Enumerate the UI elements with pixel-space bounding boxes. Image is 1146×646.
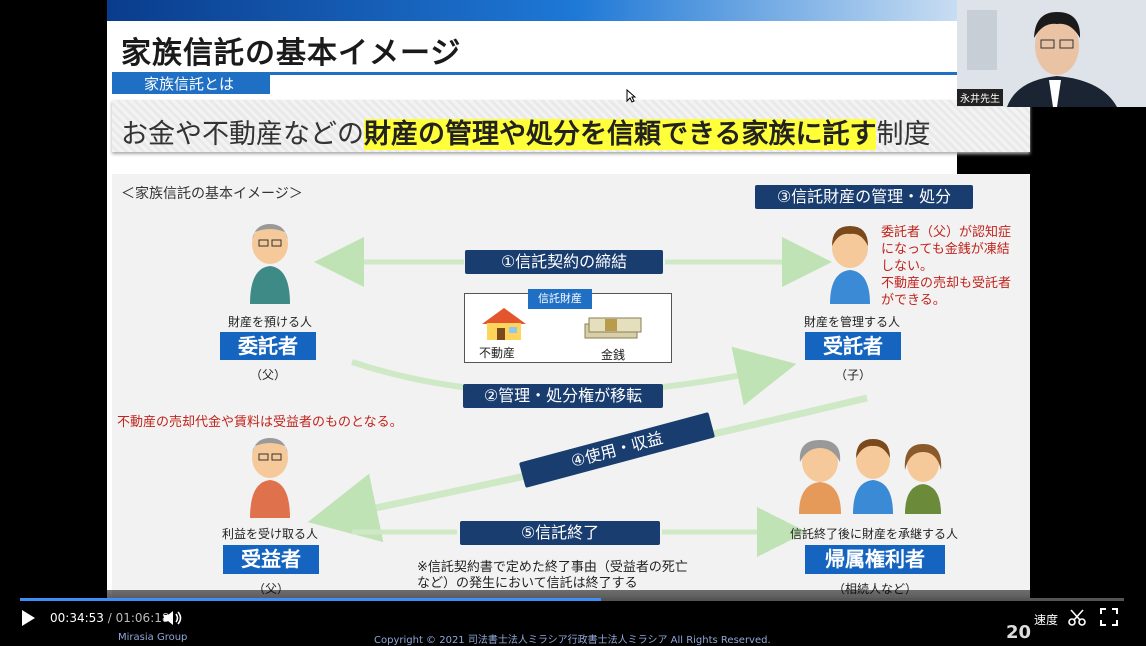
step-5-label: ⑤信託終了 bbox=[460, 521, 660, 545]
slide: 家族信託の基本イメージ 家族信託とは お金や不動産などの財産の管理や処分を信頼で… bbox=[107, 0, 1030, 600]
play-icon[interactable] bbox=[20, 609, 36, 627]
termination-note: ※信託契約書で定めた終了事由（受益者の死亡 など）の発生において信託は終了する bbox=[417, 560, 688, 592]
definition-text: お金や不動産などの財産の管理や処分を信頼できる家族に託す制度 bbox=[121, 112, 930, 151]
beneficiary-note: 不動産の売却代金や賃料は受益者のものとなる。 bbox=[117, 415, 403, 430]
mouse-cursor-icon bbox=[626, 88, 637, 103]
slide-footer-copyright: Copyright © 2021 司法書士法人ミラシア行政書士法人ミラシア Al… bbox=[374, 635, 771, 646]
remainder-role: 帰属権利者 bbox=[805, 545, 945, 574]
trustee-note-line: しない。 bbox=[881, 259, 934, 274]
trustee-note-line: 委託者（父）が認知症 bbox=[881, 225, 1012, 240]
current-time: 00:34:53 bbox=[50, 611, 104, 625]
volume-icon[interactable] bbox=[163, 609, 183, 627]
settlor-rel: （父） bbox=[249, 368, 286, 382]
definition-highlight: 財産の管理や処分を信頼できる家族に託す bbox=[364, 119, 877, 150]
step-1-label: ①信託契約の締結 bbox=[465, 250, 663, 274]
trustee-note-line: ができる。 bbox=[881, 293, 946, 308]
trust-property-box: 信託財産 不動産 金銭 bbox=[464, 289, 672, 363]
trustee-rel: （子） bbox=[834, 368, 871, 382]
father-settlor-icon bbox=[250, 224, 290, 304]
time-separator: / bbox=[107, 611, 112, 625]
beneficiary-desc: 利益を受け取る人 bbox=[221, 527, 318, 541]
trustee-desc: 財産を管理する人 bbox=[803, 315, 900, 329]
fullscreen-icon[interactable] bbox=[1100, 608, 1118, 626]
diagram-caption: ＜家族信託の基本イメージ＞ bbox=[121, 186, 303, 202]
definition-part1: お金や不動産などの bbox=[121, 119, 364, 150]
remainder-desc: 信託終了後に財産を承継する人 bbox=[789, 527, 958, 541]
step-2-label: ②管理・処分権が移転 bbox=[463, 384, 663, 408]
slide-page-number: 20 bbox=[1006, 622, 1032, 643]
trust-property-label: 信託財産 bbox=[528, 289, 592, 309]
duration: 01:06:18 bbox=[115, 611, 170, 625]
money-icon bbox=[584, 317, 642, 339]
heirs-icon bbox=[799, 439, 942, 514]
termination-note-line: など）の発生において信託は終了する bbox=[417, 576, 638, 591]
playback-speed-button[interactable]: 速度 bbox=[1034, 613, 1059, 627]
trustee-note-line: になっても金銭が凍結 bbox=[881, 242, 1010, 257]
slide-footer-left: Mirasia Group bbox=[118, 632, 188, 643]
trustee-role: 受託者 bbox=[805, 332, 901, 360]
step-3-label: ③信託財産の管理・処分 bbox=[755, 185, 973, 209]
termination-note-line: ※信託契約書で定めた終了事由（受益者の死亡 bbox=[417, 560, 688, 575]
definition-part2: 制度 bbox=[876, 119, 931, 150]
scissors-icon[interactable] bbox=[1068, 608, 1086, 626]
presenter-name: 永井先生 bbox=[957, 89, 1003, 106]
section-tag: 家族信託とは bbox=[112, 74, 270, 94]
title-underline bbox=[112, 72, 957, 75]
house-icon bbox=[482, 308, 526, 340]
slide-top-bar bbox=[107, 0, 957, 21]
money-label: 金銭 bbox=[601, 348, 626, 362]
settlor-desc: 財産を預ける人 bbox=[227, 315, 312, 329]
settlor-role: 委託者 bbox=[220, 332, 316, 360]
son-trustee-icon bbox=[830, 226, 870, 304]
time-display: 00:34:53 / 01:06:18 bbox=[50, 611, 170, 625]
trustee-note: 委託者（父）が認知症 になっても金銭が凍結 しない。 不動産の売却も受託者 がで… bbox=[881, 224, 1031, 309]
real-estate-label: 不動産 bbox=[479, 346, 516, 360]
progress-bar-fill bbox=[20, 598, 601, 601]
slide-title: 家族信託の基本イメージ bbox=[121, 36, 462, 71]
father-beneficiary-icon bbox=[250, 438, 290, 518]
beneficiary-role: 受益者 bbox=[223, 545, 319, 574]
trustee-note-line: 不動産の売却も受託者 bbox=[881, 276, 1012, 291]
